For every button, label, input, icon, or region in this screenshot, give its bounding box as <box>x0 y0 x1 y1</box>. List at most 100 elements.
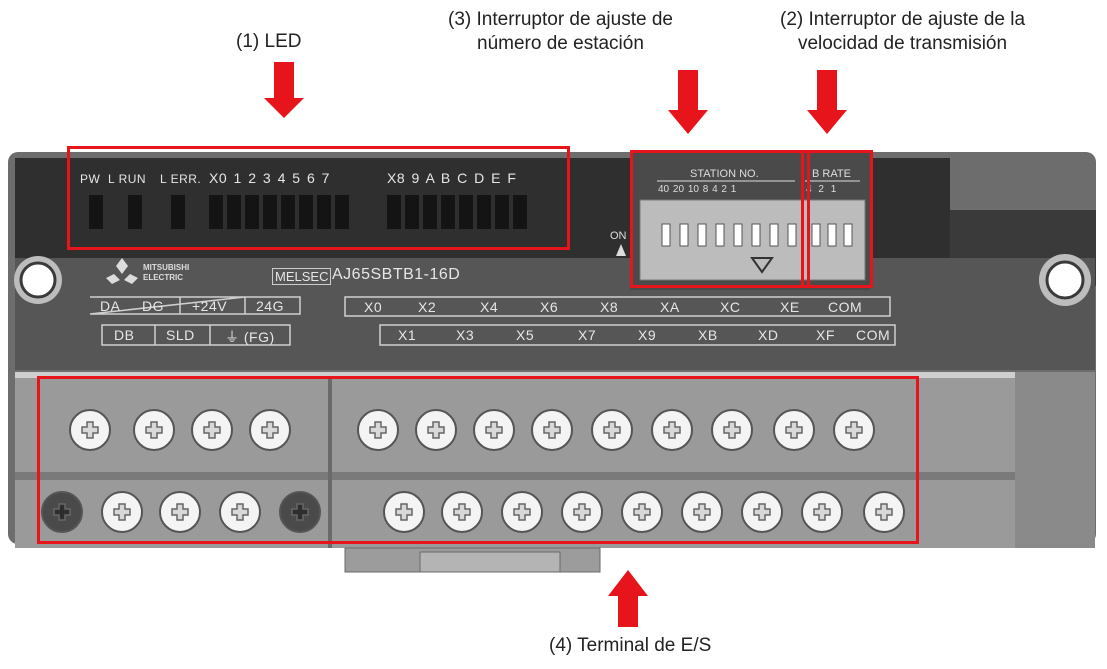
station-no-label: STATION NO. <box>690 168 759 180</box>
station-values: 40 20 10 8 4 2 1 <box>658 184 736 195</box>
screw-bottom-right-4[interactable] <box>621 491 663 533</box>
screw-top-right-4[interactable] <box>591 409 633 451</box>
screw-top-left-1[interactable] <box>133 409 175 451</box>
term-da: DA <box>100 298 121 314</box>
led-in-e: E <box>491 170 502 186</box>
brate-val-1: 1 <box>830 184 837 195</box>
station-val-20: 20 <box>672 184 685 195</box>
term-bottom-right-2: X5 <box>516 327 535 343</box>
term-bottom-right-6: XD <box>758 327 779 343</box>
brand-line1: MITSUBISHI <box>143 263 190 272</box>
led-in-4: 4 <box>277 170 286 186</box>
screw-bottom-left-2[interactable] <box>219 491 261 533</box>
screw-top-right-8[interactable] <box>833 409 875 451</box>
screw-top-left-3[interactable] <box>249 409 291 451</box>
term-24g: 24G <box>256 298 284 314</box>
screw-bottom-right-2[interactable] <box>501 491 543 533</box>
term-fg: ⏚ (FG) <box>225 329 275 345</box>
term-24v: +24V <box>192 298 228 314</box>
on-arrow-icon <box>616 244 626 256</box>
screw-bottom-right-8[interactable] <box>863 491 905 533</box>
model-name: AJ65SBTB1-16D <box>332 266 461 283</box>
term-sld: SLD <box>166 327 195 343</box>
screw-top-right-6[interactable] <box>711 409 753 451</box>
screw-bottom-left-1[interactable] <box>159 491 201 533</box>
highlight-terminal <box>37 376 919 544</box>
screw-bottom-right-0[interactable] <box>383 491 425 533</box>
term-top-right-0: X0 <box>364 299 383 315</box>
brate-val-2: 2 <box>818 184 824 195</box>
screw-top-right-3[interactable] <box>531 409 573 451</box>
led-in-9: 9 <box>411 170 420 186</box>
screw-bottom-dark-1[interactable] <box>279 491 321 533</box>
term-bottom-right-1: X3 <box>456 327 475 343</box>
led-in-5: 5 <box>292 170 301 186</box>
screw-bottom-right-3[interactable] <box>561 491 603 533</box>
callout-station-line2: número de estación <box>477 33 644 54</box>
screw-top-right-5[interactable] <box>651 409 693 451</box>
screw-top-right-7[interactable] <box>773 409 815 451</box>
term-top-right-4: X8 <box>600 299 619 315</box>
arrow-group <box>264 62 847 627</box>
highlight-baud-switch <box>801 150 873 288</box>
callout-station-switch: (3) Interruptor de ajuste de número de e… <box>448 8 673 56</box>
highlight-station-switch <box>630 150 810 288</box>
screw-bottom-right-7[interactable] <box>801 491 843 533</box>
led-in-c: C <box>457 170 468 186</box>
term-top-right-3: X6 <box>540 299 559 315</box>
screw-top-left-0[interactable] <box>69 409 111 451</box>
screws-bottom <box>41 491 905 533</box>
station-val-1: 1 <box>730 184 737 195</box>
led-in-x0: X0 <box>209 170 228 186</box>
screw-bottom-right-1[interactable] <box>441 491 483 533</box>
led-in-1: 1 <box>233 170 242 186</box>
arrow-up-terminal <box>608 570 648 627</box>
term-bottom-right-4: X9 <box>638 327 657 343</box>
screw-top-right-0[interactable] <box>357 409 399 451</box>
dip-switches <box>661 223 853 247</box>
term-top-right-5: XA <box>660 299 680 315</box>
term-bottom-right-8: COM <box>856 327 891 343</box>
led-in-2: 2 <box>248 170 257 186</box>
terminal-label-frames <box>89 296 896 346</box>
screw-bottom-right-6[interactable] <box>741 491 783 533</box>
led-in-a: A <box>425 170 435 186</box>
arrow-down-station <box>668 70 708 134</box>
highlight-led <box>67 146 570 250</box>
screw-bottom-right-5[interactable] <box>681 491 723 533</box>
dip-mark-icon <box>750 257 774 274</box>
led-in-6: 6 <box>306 170 316 186</box>
arrow-down-baud <box>807 70 847 134</box>
led-in-b: B <box>440 170 451 186</box>
screw-top-right-1[interactable] <box>415 409 457 451</box>
led-in-7: 7 <box>321 170 330 186</box>
term-top-right-8: COM <box>828 299 863 315</box>
screw-top-right-2[interactable] <box>473 409 515 451</box>
callout-baud-line1: (2) Interruptor de ajuste de la <box>780 9 1026 30</box>
led-windows <box>89 195 527 229</box>
screw-top-left-2[interactable] <box>191 409 233 451</box>
led-in-x8: X8 <box>387 170 406 186</box>
led-in-f: F <box>507 170 517 186</box>
screws-top-left <box>69 409 291 451</box>
term-bottom-right-5: XB <box>698 327 718 343</box>
term-bottom-right-3: X7 <box>578 327 597 343</box>
mitsubishi-logo-icon <box>106 258 138 284</box>
led-in-d: D <box>474 170 485 186</box>
led-in-3: 3 <box>262 170 272 186</box>
led-inputs-b: X8 9 A B C D E F <box>387 170 516 186</box>
term-db: DB <box>114 327 135 343</box>
term-dg: DG <box>142 298 164 314</box>
led-label-lrun: L RUN <box>108 172 147 186</box>
led-inputs-a: X0 1 2 3 4 5 6 7 <box>209 170 330 186</box>
screw-bottom-dark-0[interactable] <box>41 491 83 533</box>
led-label-pw: PW <box>80 172 101 186</box>
arrow-down-led <box>264 62 304 118</box>
screw-bottom-left-0[interactable] <box>101 491 143 533</box>
callout-led-text: (1) LED <box>236 31 302 52</box>
brand-line2: ELECTRIC <box>143 273 183 282</box>
term-top-right-6: XC <box>720 299 741 315</box>
station-val-4: 4 <box>712 184 718 195</box>
term-top-right-2: X4 <box>480 299 499 315</box>
